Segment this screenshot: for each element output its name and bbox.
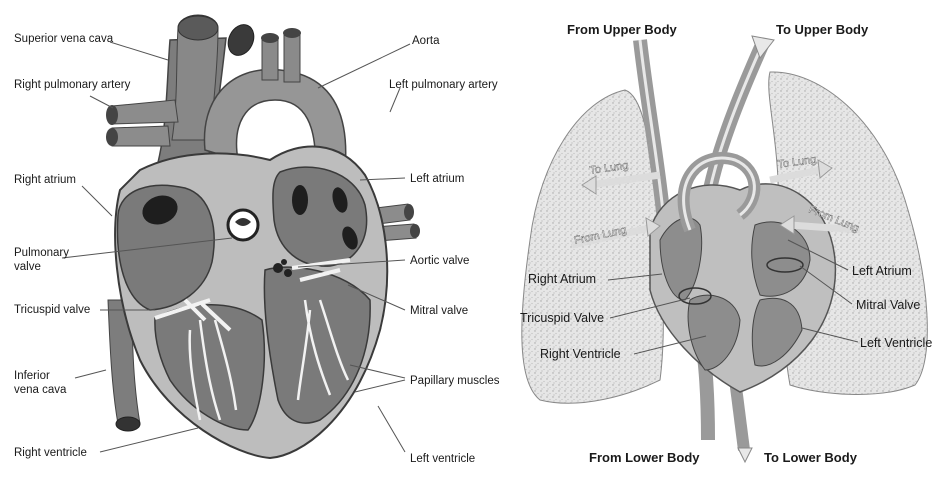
label-to-lower-body: To Lower Body (764, 450, 858, 465)
label-left-ventricle: Left Ventricle (860, 336, 932, 350)
left-heart-illustration (106, 15, 420, 458)
label-right-ventricle: Right ventricle (14, 447, 87, 459)
label-right-pulmonary-artery: Right pulmonary artery (14, 79, 131, 91)
label-tricuspid-valve: Tricuspid valve (14, 304, 90, 316)
right-pulmonary-artery-lower (112, 126, 170, 146)
label-papillary-muscles: Papillary muscles (410, 375, 500, 387)
label-inferior-vena-cava-line2: vena cava (14, 384, 67, 396)
label-pulmonary-valve-line1: Pulmonary (14, 247, 69, 259)
label-left-atrium: Left Atrium (852, 264, 912, 278)
label-aortic-valve: Aortic valve (410, 255, 469, 267)
left-ventricle-chamber (264, 267, 370, 423)
label-tricuspid-valve: Tricuspid Valve (520, 311, 604, 325)
label-right-ventricle: Right Ventricle (540, 347, 621, 361)
label-to-upper-body: To Upper Body (776, 22, 869, 37)
label-left-pulmonary-artery: Left pulmonary artery (389, 79, 498, 91)
label-left-ventricle: Left ventricle (410, 453, 475, 465)
label-right-atrium: Right atrium (14, 174, 76, 186)
label-from-upper-body: From Upper Body (567, 22, 678, 37)
label-from-lower-body: From Lower Body (589, 450, 700, 465)
label-aorta: Aorta (412, 35, 440, 47)
label-pulmonary-valve-line2: valve (14, 261, 41, 273)
label-superior-vena-cava: Superior vena cava (14, 33, 114, 45)
label-inferior-vena-cava-line1: Inferior (14, 370, 50, 382)
right-circulation-illustration (522, 36, 928, 462)
label-left-atrium: Left atrium (410, 173, 464, 185)
label-right-atrium: Right Atrium (528, 272, 596, 286)
right-pulmonary-artery-upper (112, 100, 178, 124)
label-mitral-valve: Mitral Valve (856, 298, 920, 312)
label-mitral-valve: Mitral valve (410, 305, 468, 317)
right-ventricle-chamber (155, 305, 264, 430)
